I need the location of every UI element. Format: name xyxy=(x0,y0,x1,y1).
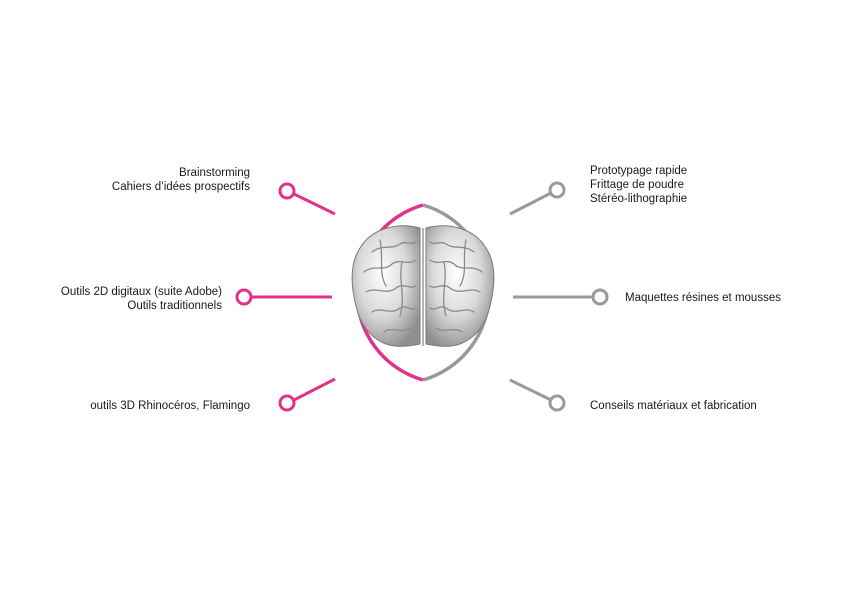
label-line: Stéréo-lithographie xyxy=(590,193,688,205)
label-line: Cahiers d’idées prospectifs xyxy=(111,181,250,193)
label-line: Brainstorming xyxy=(179,167,250,179)
label-line: Conseils matériaux et fabrication xyxy=(590,400,757,412)
label-line: Frittage de poudre xyxy=(590,179,684,191)
label-line: Outils traditionnels xyxy=(127,300,222,312)
label-line: Maquettes résines et mousses xyxy=(625,292,781,304)
left-connector-middle xyxy=(235,288,332,306)
left-node-label-middle: Outils 2D digitaux (suite Adobe) Outils … xyxy=(61,285,222,313)
left-connector-bottom xyxy=(278,377,336,412)
right-connector-bottom xyxy=(509,378,566,412)
label-line: Outils 2D digitaux (suite Adobe) xyxy=(60,286,222,298)
right-node-label-top: Prototypage rapide Frittage de poudre St… xyxy=(590,164,687,206)
label-line: Prototypage rapide xyxy=(590,165,688,177)
right-connector-middle xyxy=(513,288,609,306)
left-connector-top xyxy=(278,182,336,216)
label-line: outils 3D Rhinocéros, Flamingo xyxy=(90,400,250,412)
right-connector-top xyxy=(509,181,566,216)
right-node-label-bottom: Conseils matériaux et fabrication xyxy=(590,399,757,413)
left-node-label-top: Brainstorming Cahiers d’idées prospectif… xyxy=(112,166,250,194)
brain-icon xyxy=(351,225,495,347)
left-node-label-bottom: outils 3D Rhinocéros, Flamingo xyxy=(90,399,250,413)
right-node-label-middle: Maquettes résines et mousses xyxy=(625,291,781,305)
